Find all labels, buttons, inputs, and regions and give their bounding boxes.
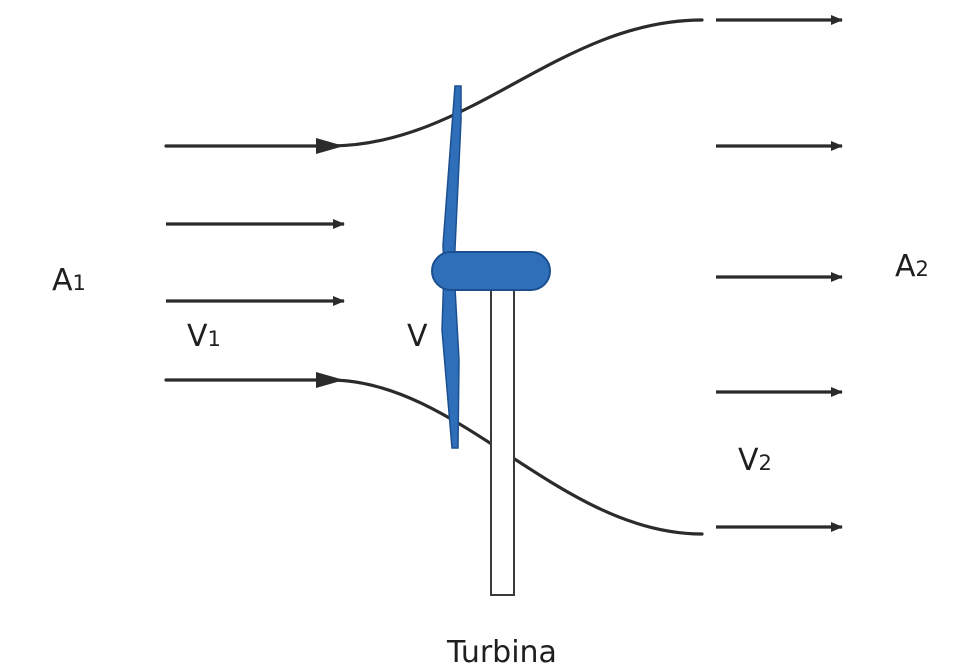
label-outlet-area: A2 — [895, 249, 929, 284]
label-outlet-velocity: V2 — [738, 443, 772, 478]
streamtube-upper-boundary — [164, 18, 704, 148]
label-rotor-velocity: V — [407, 319, 428, 354]
arrowhead-upper-boundary — [316, 138, 344, 154]
label-inlet-velocity: V1 — [187, 319, 221, 354]
turbine-blade-lower — [441, 269, 460, 449]
turbine-nacelle — [431, 251, 551, 291]
turbine-blade-upper — [442, 85, 462, 271]
turbine-tower — [490, 285, 515, 596]
label-turbine: Turbina — [446, 635, 557, 670]
label-inlet-area: A1 — [52, 263, 86, 298]
arrowhead-lower-boundary — [316, 372, 344, 388]
streamtube-lower-boundary — [164, 378, 704, 536]
